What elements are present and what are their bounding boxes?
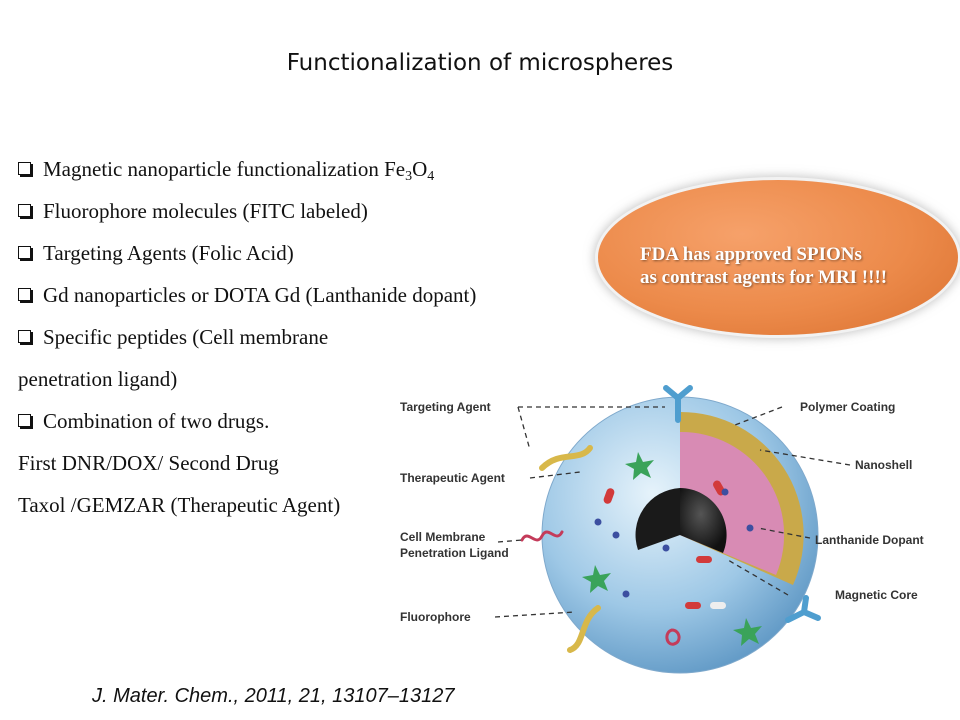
magnetic-core [680,488,727,553]
label-nanoshell: Nanoshell [855,458,912,472]
label-therapeutic-agent: Therapeutic Agent [400,471,505,485]
checkbox-bullet-icon [18,246,31,259]
fluorophore-icon [582,452,762,646]
magnetic-core-side [635,488,680,550]
label-lanthanide-dopant: Lanthanide Dopant [815,533,924,547]
bullet-item: Gd nanoparticles or DOTA Gd (Lanthanide … [18,274,618,316]
callout-text: FDA has approved SPIONs as contrast agen… [640,244,888,288]
label-cell-membrane: Cell Membrane [400,530,486,544]
antibody-icon [663,385,821,623]
bullet-item: Fluorophore molecules (FITC labeled) [18,190,618,232]
checkbox-bullet-icon [18,288,31,301]
callout-oval [598,180,958,335]
ligand-ribbon-icon [520,445,681,653]
slide-title: Functionalization of microspheres [286,50,674,76]
bullet-item: Magnetic nanoparticle functionalization … [18,148,618,190]
bullet-continuation: First DNR/DOX/ Second Drug [18,451,279,475]
bullet-continuation: penetration ligand) [18,367,178,391]
checkbox-bullet-icon [18,162,31,175]
checkbox-bullet-icon [18,330,31,343]
bullet-item: Targeting Agents (Folic Acid) [18,232,618,274]
checkbox-bullet-icon [18,204,31,217]
label-penetration-ligand: Penetration Ligand [400,546,509,560]
label-magnetic-core: Magnetic Core [835,588,918,602]
bullet-item: Combination of two drugs. [18,400,618,442]
bullet-continuation: Taxol /GEMZAR (Therapeutic Agent) [18,493,341,517]
citation: J. Mater. Chem., 2011, 21, 13107–13127 [92,685,455,707]
nanoparticle-diagram: Targeting Agent Therapeutic Agent Cell M… [400,385,924,674]
lanthanide-dot-icon [594,488,754,598]
checkbox-bullet-icon [18,414,31,427]
label-fluorophore: Fluorophore [400,610,471,624]
label-polymer-coating: Polymer Coating [800,400,895,414]
label-targeting-agent: Targeting Agent [400,400,491,414]
bullet-item: Specific peptides (Cell membrane [18,316,618,358]
bullet-list: Magnetic nanoparticle functionalization … [18,148,618,526]
